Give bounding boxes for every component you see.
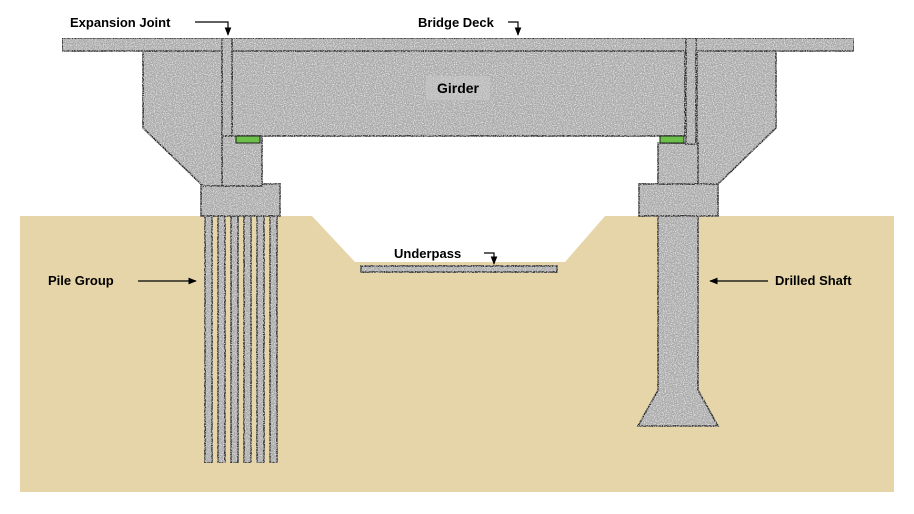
right-pier (657, 142, 699, 187)
expansion-joint-label: Expansion Joint (70, 15, 171, 30)
underpass-arrow (484, 252, 498, 265)
pile (217, 213, 226, 464)
expansion-joint-right (685, 37, 697, 145)
drilled-shaft (636, 215, 720, 427)
pile (204, 213, 213, 464)
right-abutment (696, 49, 777, 187)
right-pile-cap (638, 183, 719, 217)
bridge-deck-label: Bridge Deck (418, 15, 495, 30)
bridge-deck-arrow (508, 21, 522, 36)
bearing-pad-left (235, 135, 261, 144)
left-pile-cap (200, 183, 281, 217)
bridge-deck (61, 37, 855, 52)
bearing-pad-right (659, 135, 685, 144)
girder-label-bg (426, 76, 490, 100)
girder-label: Girder (437, 80, 480, 96)
pile (230, 213, 239, 464)
underpass-road (360, 265, 558, 273)
pile (243, 213, 252, 464)
expansion-joint-left (221, 37, 233, 137)
pile (256, 213, 265, 464)
pile (269, 213, 278, 464)
pile-group-label: Pile Group (48, 273, 114, 288)
underpass-label: Underpass (394, 246, 461, 261)
drilled-shaft-label: Drilled Shaft (775, 273, 852, 288)
expansion-joint-arrow (195, 21, 232, 36)
left-abutment (142, 49, 223, 187)
